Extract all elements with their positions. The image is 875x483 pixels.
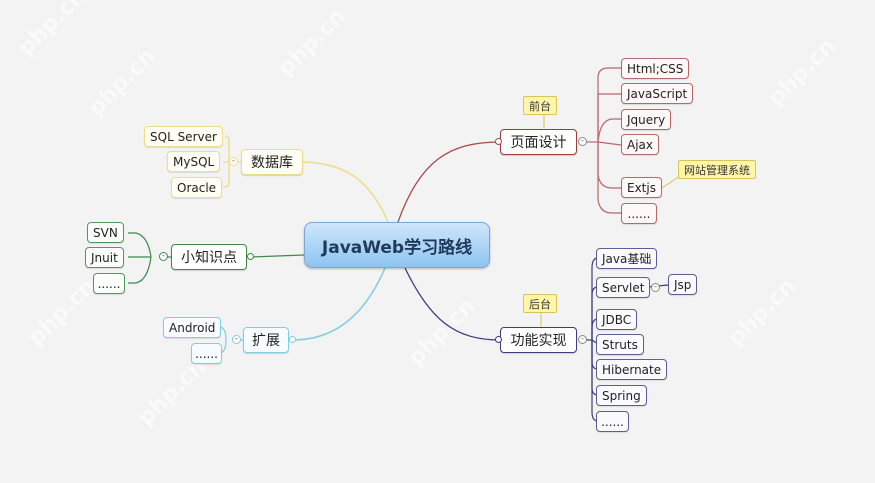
subtopic-frontend-more[interactable]: ...... xyxy=(621,203,657,224)
collapse-toggle-icon[interactable]: - xyxy=(578,335,587,344)
subtopic-svn[interactable]: SVN xyxy=(87,222,124,243)
subtopic-servlet[interactable]: Servlet xyxy=(596,277,651,298)
subtopic-jquery[interactable]: Jquery xyxy=(621,109,672,130)
backend-callout[interactable]: 后台 xyxy=(523,294,557,313)
collapse-toggle-icon[interactable]: - xyxy=(578,137,587,146)
subtopic-backend-more[interactable]: ...... xyxy=(596,411,629,432)
subtopic-jsp[interactable]: Jsp xyxy=(668,274,698,295)
expand-node-icon[interactable] xyxy=(289,336,296,343)
subtopic-tips-more[interactable]: ...... xyxy=(93,273,125,294)
topic-page-design[interactable]: 页面设计 xyxy=(500,129,577,155)
link-anchor-icon xyxy=(495,336,502,343)
subtopic-jdbc[interactable]: JDBC xyxy=(596,309,638,330)
subtopic-ajax[interactable]: Ajax xyxy=(621,134,659,155)
subtopic-struts[interactable]: Struts xyxy=(596,334,644,355)
subtopic-html-css[interactable]: Html;CSS xyxy=(621,58,690,79)
subtopic-java-basics[interactable]: Java基础 xyxy=(596,248,658,269)
topic-extension[interactable]: 扩展 xyxy=(243,327,289,353)
topic-tips[interactable]: 小知识点 xyxy=(171,244,247,270)
expand-node-icon[interactable] xyxy=(247,253,254,260)
subtopic-extjs[interactable]: Extjs xyxy=(621,177,662,198)
collapse-toggle-icon[interactable]: - xyxy=(651,283,660,292)
collapse-toggle-icon[interactable]: - xyxy=(159,252,168,261)
subtopic-extension-more[interactable]: ...... xyxy=(191,343,222,364)
subtopic-javascript[interactable]: JavaScript xyxy=(621,83,694,104)
collapse-toggle-icon[interactable]: - xyxy=(232,335,241,344)
subtopic-sql-server[interactable]: SQL Server xyxy=(144,126,223,147)
collapse-toggle-icon[interactable]: - xyxy=(229,157,238,166)
topic-function-implementation[interactable]: 功能实现 xyxy=(500,327,577,353)
topic-database[interactable]: 数据库 xyxy=(241,149,303,175)
subtopic-oracle[interactable]: Oracle xyxy=(171,177,223,198)
subtopic-spring[interactable]: Spring xyxy=(596,385,647,406)
root-topic[interactable]: JavaWeb学习路线 xyxy=(304,222,490,268)
subtopic-hibernate[interactable]: Hibernate xyxy=(596,359,668,380)
subtopic-mysql[interactable]: MySQL xyxy=(167,151,221,172)
frontend-callout[interactable]: 前台 xyxy=(523,96,557,115)
subtopic-jnuit[interactable]: Jnuit xyxy=(85,247,124,268)
link-anchor-icon xyxy=(495,138,502,145)
extjs-callout[interactable]: 网站管理系统 xyxy=(678,160,756,179)
subtopic-android[interactable]: Android xyxy=(163,317,222,338)
